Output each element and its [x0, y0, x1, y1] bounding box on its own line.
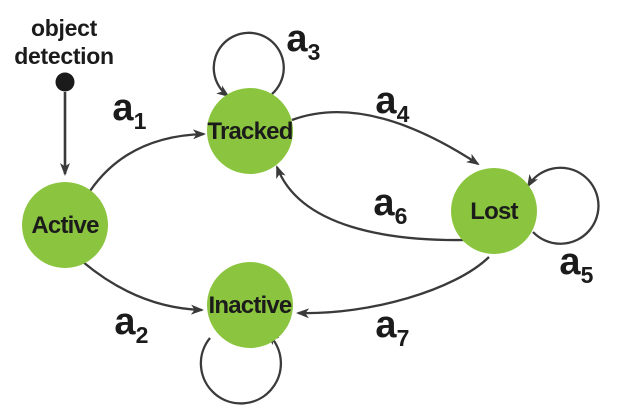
start-dot: [55, 72, 75, 92]
state-active-circle: [22, 182, 108, 268]
transition-label-a5-sub: 5: [581, 262, 594, 288]
self-loop-a3: [212, 31, 285, 98]
self-loop-a5: [526, 166, 600, 245]
state-tracked-circle: [207, 88, 293, 174]
transition-label-a1-sub: 1: [134, 108, 147, 134]
transition-label-a7-sub: 7: [397, 325, 410, 351]
state-inactive-circle: [207, 262, 293, 348]
state-inactive-label: Inactive: [209, 292, 292, 319]
transition-label-a4: a 4: [375, 80, 409, 127]
transition-label-a3-base: a: [286, 18, 308, 60]
state-active-label: Active: [31, 212, 99, 239]
transition-a1: [89, 129, 206, 192]
state-lost-circle: [451, 168, 537, 254]
transition-label-a6: a 6: [373, 182, 407, 229]
transition-label-a6-base: a: [373, 182, 395, 224]
transition-label-a7: a 7: [375, 304, 409, 351]
transition-label-a4-sub: 4: [397, 101, 410, 127]
transition-label-a1: a 1: [112, 87, 146, 134]
transition-label-a6-sub: 6: [395, 203, 408, 229]
transition-label-a3: a 3: [286, 18, 320, 65]
state-active: Active: [22, 182, 108, 268]
transition-label-a5: a 5: [559, 241, 593, 288]
state-lost: Lost: [451, 168, 537, 254]
annotation-object-detection-line2: detection: [14, 43, 114, 69]
self-loop-inactive: [199, 332, 282, 405]
transition-label-a4-base: a: [375, 80, 397, 122]
annotation-object-detection-line1: object: [31, 15, 98, 41]
transition-label-a2-sub: 2: [136, 322, 149, 348]
entry-pointer: object detection: [14, 15, 114, 176]
transition-label-a5-base: a: [559, 241, 581, 283]
transition-a4: [291, 111, 480, 166]
transition-a7: [296, 256, 490, 319]
state-lost-label: Lost: [470, 198, 518, 225]
state-tracked-label: Tracked: [207, 118, 292, 145]
transition-label-a1-base: a: [112, 87, 134, 129]
transition-a2: [82, 261, 204, 315]
state-tracked: Tracked: [207, 88, 293, 174]
state-inactive: Inactive: [207, 262, 293, 348]
transition-label-a3-sub: 3: [308, 39, 321, 65]
transition-label-a7-base: a: [375, 304, 397, 346]
transition-label-a2-base: a: [114, 301, 136, 343]
transition-label-a2: a 2: [114, 301, 148, 348]
transition-a6: [275, 165, 466, 242]
